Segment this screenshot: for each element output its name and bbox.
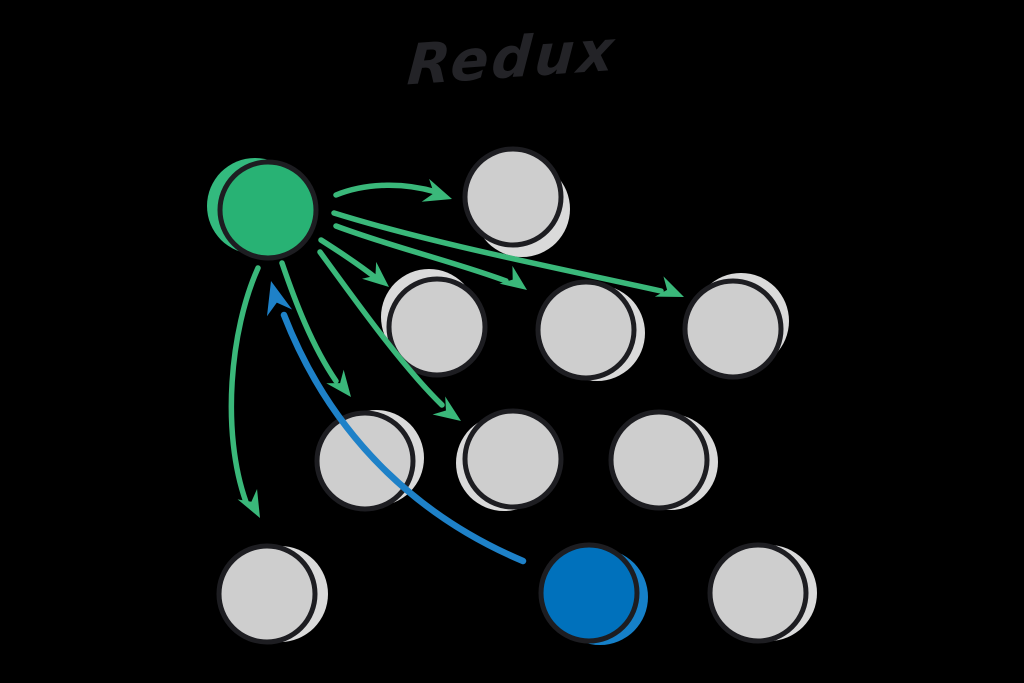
component-node-4: [682, 273, 789, 380]
store-to-component-8-arrow: [228, 265, 261, 518]
store-to-component-8-arrow-head: [237, 488, 260, 518]
component-node-9: [707, 542, 817, 644]
component-node-8: [216, 543, 328, 645]
store-to-component-1-arrow-head: [421, 178, 452, 202]
component-node-3: [535, 279, 645, 381]
component-node-2: [381, 269, 488, 378]
store-to-component-5-arrow-head: [326, 369, 351, 397]
store-to-component-6-arrow: [317, 249, 461, 421]
store-to-component-6-arrow-head: [432, 396, 461, 421]
store-node: [207, 158, 319, 261]
store-to-component-3-arrow: [333, 223, 527, 290]
component-node-6: [456, 408, 564, 511]
action-to-store-dispatch-arrow-head: [266, 281, 293, 317]
store-to-component-4-arrow-head: [654, 276, 684, 297]
store-to-component-3-arrow-head: [499, 265, 527, 290]
store-to-component-4-arrow: [331, 210, 684, 297]
store-to-component-5-arrow: [279, 260, 351, 397]
action-node: [538, 542, 648, 645]
action-to-store-dispatch-arrow: [266, 281, 527, 565]
store-to-component-2-arrow: [318, 237, 389, 287]
component-node-7: [608, 409, 718, 511]
store-to-component-2-arrow-head: [362, 261, 389, 287]
component-node-1: [462, 146, 570, 257]
store-to-component-1-arrow: [333, 178, 452, 202]
